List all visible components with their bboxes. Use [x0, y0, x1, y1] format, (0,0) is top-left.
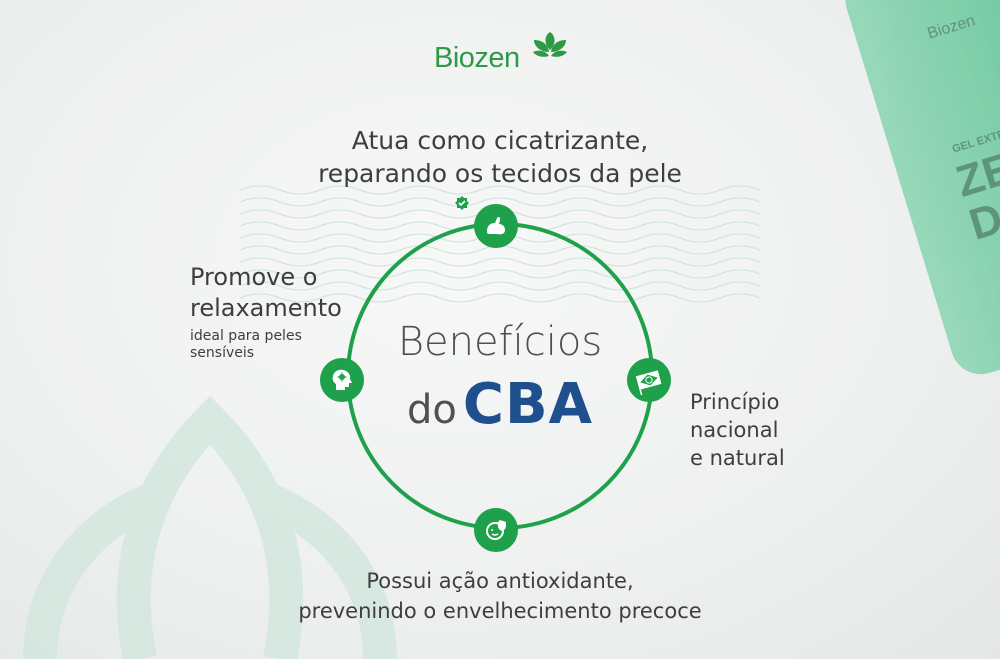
title-line1: Benefícios [397, 319, 603, 365]
benefit-bottom-line1: Possui ação antioxidante, [366, 569, 634, 593]
benefit-left-line3: ideal para peles [190, 328, 302, 344]
leaf-icon [533, 32, 567, 57]
flexed-arm-icon [487, 216, 505, 235]
benefit-top: Atua como cicatrizante, reparando os tec… [260, 124, 740, 190]
benefit-right-line1: Princípio [690, 390, 780, 414]
benefit-right-line2: nacional [690, 418, 779, 442]
product-brand: Biozen [925, 12, 978, 43]
brand-name: Biozen [434, 42, 520, 74]
face-shield-icon [486, 520, 506, 540]
benefit-right: Princípio nacional e natural [690, 388, 870, 472]
leaf-watermark [23, 395, 397, 659]
check-badge-icon [455, 196, 469, 210]
brazil-flag-icon [635, 370, 662, 395]
benefit-left: Promove o relaxamento ideal para peles s… [190, 262, 390, 362]
benefit-bottom-line2: prevenindo o envelhecimento precoce [298, 599, 702, 623]
benefit-left-line1: Promove o [190, 263, 318, 291]
benefit-right-line3: e natural [690, 446, 785, 470]
benefit-bottom: Possui ação antioxidante, prevenindo o e… [230, 566, 770, 626]
node-bottom [474, 508, 518, 552]
benefit-left-line2: relaxamento [190, 294, 342, 322]
benefit-left-line4: sensíveis [190, 345, 255, 361]
node-top [474, 204, 518, 248]
title-do: do [407, 387, 457, 433]
calm-head-icon [332, 369, 352, 390]
brand-logo: Biozen [434, 30, 574, 80]
benefit-top-line2: reparando os tecidos da pele [318, 159, 682, 188]
benefit-top-line1: Atua como cicatrizante, [351, 126, 649, 155]
product-tube: Biozen GEL EXTRAT ZER DO [838, 0, 1000, 382]
node-right [627, 358, 671, 402]
title-cba: CBA [462, 372, 593, 437]
node-left [320, 358, 364, 402]
